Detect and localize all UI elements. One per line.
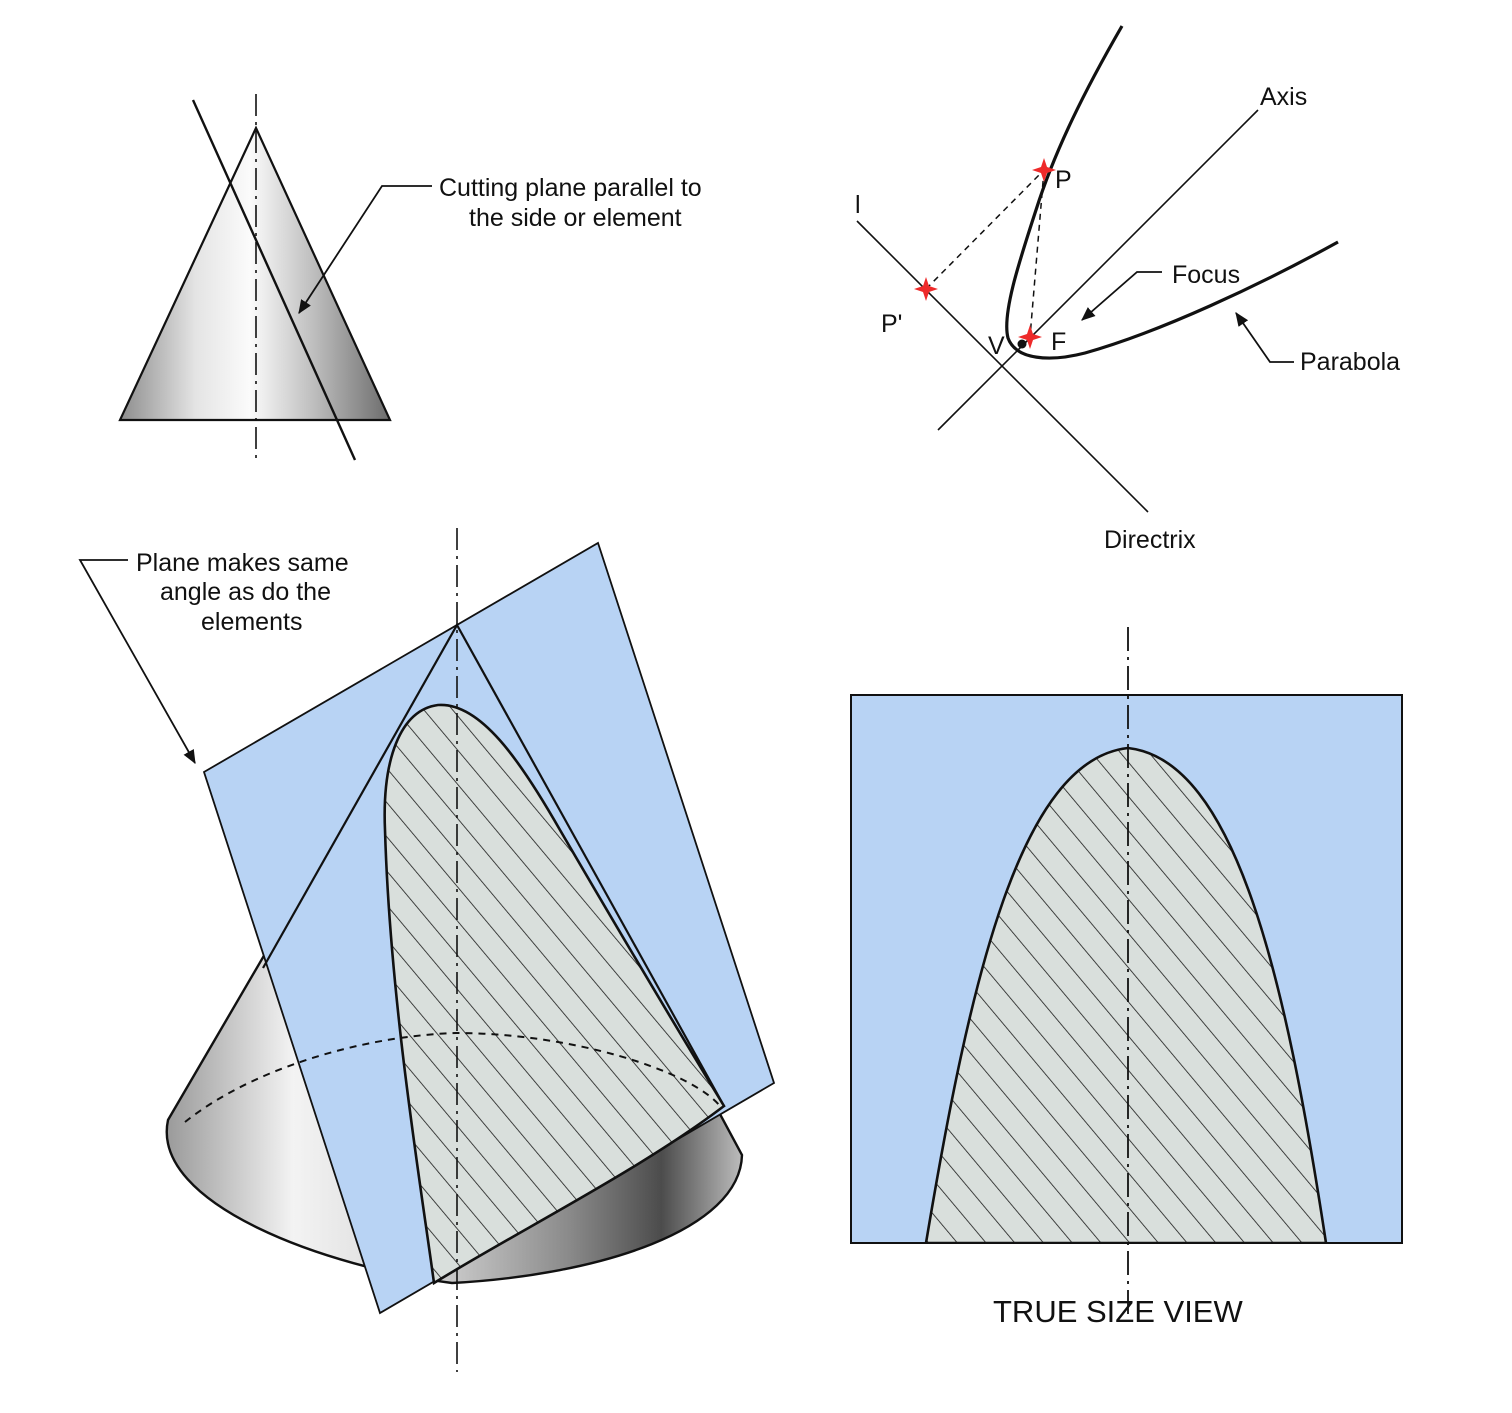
leader-arrow-icon — [298, 185, 432, 314]
focus-f-label: F — [1051, 328, 1066, 356]
small-cone — [118, 125, 392, 422]
parabola-label: Parabola — [1300, 348, 1400, 376]
vertex-point — [1017, 339, 1027, 349]
leader-arrow-icon — [78, 559, 196, 765]
focus-label: Focus — [1172, 261, 1240, 289]
small-cone-figure: Cutting plane parallel to the side or el… — [118, 94, 702, 461]
point-p-prime-label: P' — [881, 310, 902, 338]
plane-label-line3: elements — [201, 608, 302, 636]
hidden-base-ellipse — [184, 1031, 721, 1123]
leader-arrow-icon — [1235, 312, 1294, 363]
distance-p-to-directrix — [925, 169, 1045, 290]
true-size-view-label: TRUE SIZE VIEW — [993, 1294, 1243, 1329]
directrix-line — [856, 220, 1149, 513]
directrix-l-label: l — [855, 191, 861, 219]
cutting-plane-label-line2: the side or element — [469, 204, 682, 232]
cutting-plane-edge — [191, 99, 357, 461]
point-marker-icon — [914, 158, 1056, 349]
plane-label-line1: Plane makes same — [136, 549, 349, 577]
parabola-curve — [1005, 25, 1339, 360]
axis-line — [937, 109, 1259, 431]
true-size-view-figure: TRUE SIZE VIEW — [850, 627, 1403, 1329]
cone-element-right — [456, 624, 725, 1107]
cone-element-left — [262, 624, 458, 969]
cone-section-figure: Plane makes same angle as do the element… — [78, 528, 776, 1372]
hatched-parabolic-section — [383, 703, 726, 1286]
parabola-construction-figure: Axis l P P' Focus V F Parabola Directrix — [855, 25, 1400, 554]
leader-arrow-icon — [1081, 271, 1162, 321]
directrix-label: Directrix — [1104, 526, 1196, 554]
cutting-plane-label-line1: Cutting plane parallel to — [439, 174, 702, 202]
vertex-v-label: V — [988, 332, 1005, 360]
point-p-label: P — [1055, 166, 1072, 194]
plane-label-line2: angle as do the — [160, 578, 331, 606]
axis-label: Axis — [1260, 83, 1307, 111]
